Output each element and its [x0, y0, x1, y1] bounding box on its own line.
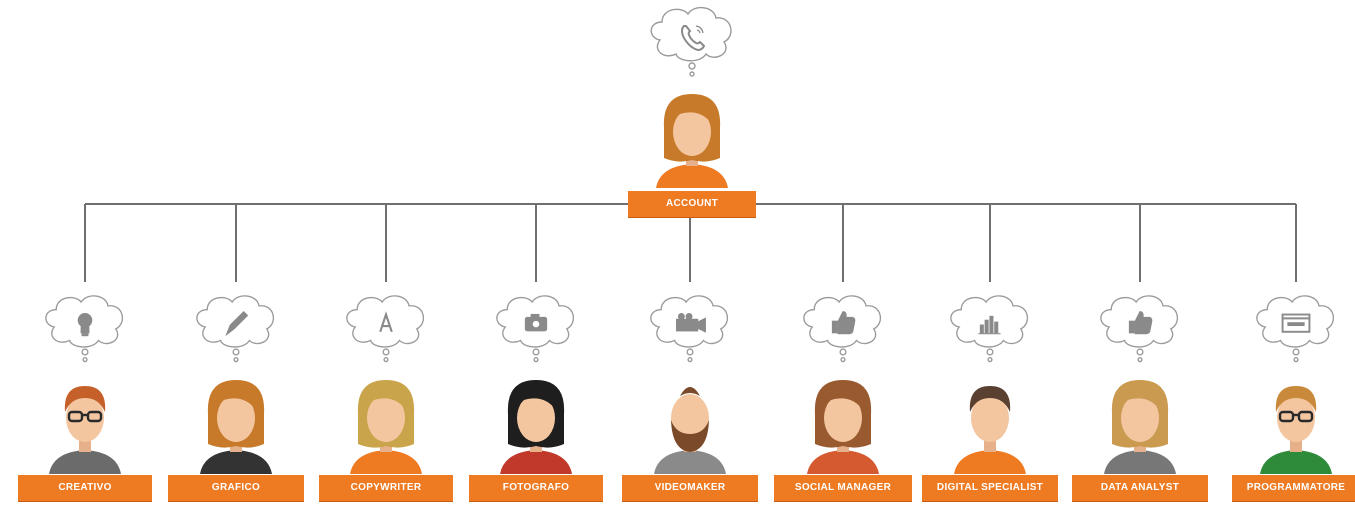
camera-icon	[524, 313, 548, 332]
face	[66, 394, 104, 442]
phone-icon	[681, 25, 706, 52]
thought-bubble	[496, 295, 575, 363]
account-avatar	[656, 94, 728, 188]
thought-bubble	[650, 295, 729, 363]
role-label: CREATIVO	[18, 475, 152, 501]
shirt	[1104, 450, 1176, 474]
shirt	[654, 450, 726, 474]
face	[971, 394, 1009, 442]
account-node: ACCOUNT	[622, 0, 762, 220]
shirt	[656, 164, 728, 188]
face	[673, 108, 711, 156]
face	[824, 394, 862, 442]
shirt	[954, 450, 1026, 474]
glasses	[67, 410, 103, 423]
role-label: DIGITAL SPECIALIST	[922, 475, 1058, 501]
face	[367, 394, 405, 442]
role-node: GRAFICO	[166, 286, 306, 506]
face	[1277, 394, 1315, 442]
pencil-icon	[225, 310, 249, 337]
shirt	[500, 450, 572, 474]
thought-bubble	[1100, 295, 1179, 363]
role-node: DIGITAL SPECIALIST	[920, 286, 1060, 506]
role-label: SOCIAL MANAGER	[774, 475, 912, 501]
bar-chart-icon	[978, 315, 1001, 335]
thumbs-up-icon	[1128, 311, 1153, 335]
shirt	[49, 450, 121, 474]
face	[671, 394, 709, 442]
role-node: CREATIVO	[15, 286, 155, 506]
phone-icon	[650, 7, 732, 77]
role-label: GRAFICO	[168, 475, 304, 501]
role-label: DATA ANALYST	[1072, 475, 1208, 501]
letter-a-icon	[379, 311, 393, 333]
thought-bubble	[950, 295, 1029, 363]
video-camera-icon	[675, 312, 706, 333]
browser-window-icon	[1281, 313, 1311, 333]
thumbs-up-icon	[831, 311, 856, 335]
role-label: PROGRAMMATORE	[1232, 475, 1355, 501]
avatar	[1104, 380, 1176, 474]
account-label: ACCOUNT	[628, 191, 756, 217]
role-node: VIDEOMAKER	[620, 286, 760, 506]
avatar	[654, 387, 726, 474]
avatar	[49, 386, 121, 474]
face	[1121, 394, 1159, 442]
shirt	[350, 450, 422, 474]
thought-bubble	[196, 295, 275, 363]
role-label: COPYWRITER	[319, 475, 453, 501]
thought-bubble	[803, 295, 882, 363]
role-node: SOCIAL MANAGER	[773, 286, 913, 506]
shirt	[807, 450, 879, 474]
role-node: DATA ANALYST	[1070, 286, 1210, 506]
avatar	[954, 386, 1026, 474]
role-node: COPYWRITER	[316, 286, 456, 506]
avatar	[200, 380, 272, 474]
face	[217, 394, 255, 442]
thought-bubble	[346, 295, 425, 363]
avatar	[807, 380, 879, 474]
shirt	[1260, 450, 1332, 474]
avatar	[500, 380, 572, 474]
avatar	[1260, 386, 1332, 474]
role-label: FOTOGRAFO	[469, 475, 603, 501]
face	[517, 394, 555, 442]
shirt	[200, 450, 272, 474]
thought-bubble	[45, 295, 124, 363]
glasses	[1278, 410, 1314, 423]
role-node: PROGRAMMATORE	[1226, 286, 1355, 506]
role-node: FOTOGRAFO	[466, 286, 606, 506]
avatar	[350, 380, 422, 474]
lightbulb-icon	[77, 312, 93, 337]
role-label: VIDEOMAKER	[622, 475, 758, 501]
thought-bubble	[1256, 295, 1335, 363]
